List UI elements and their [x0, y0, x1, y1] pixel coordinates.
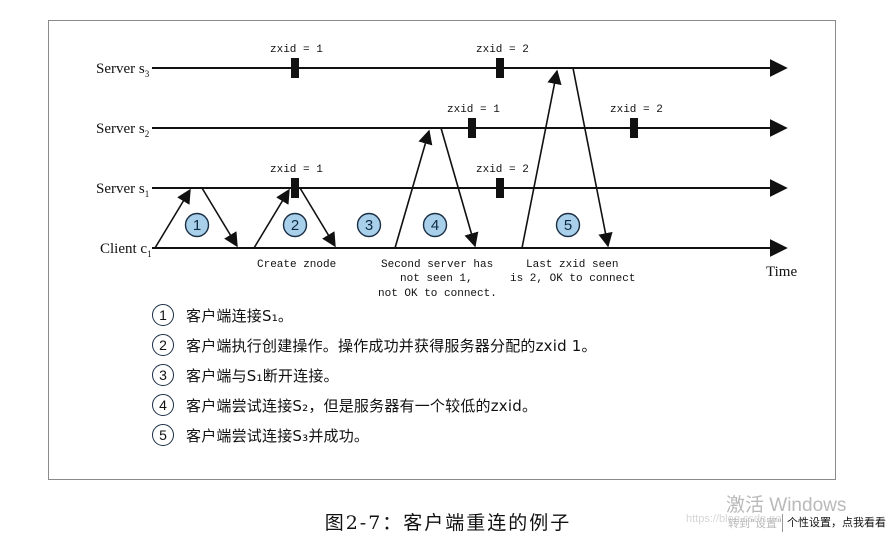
- blog-url-watermark: https://blog.csdn.net: [686, 513, 785, 525]
- step-2-badge: 2: [282, 212, 308, 238]
- s2-zxid1-label: zxid = 1: [447, 104, 500, 116]
- s2-zxid2-label: zxid = 2: [610, 104, 663, 116]
- figure-caption: 图2-7：客户端重连的例子: [324, 512, 572, 534]
- legend-text: 客户端尝试连接S₃并成功。: [186, 426, 370, 445]
- legend-item: 2 客户端执行创建操作。操作成功并获得服务器分配的zxid 1。: [152, 330, 597, 360]
- svg-text:1: 1: [193, 217, 201, 234]
- legend-item: 4 客户端尝试连接S₂，但是服务器有一个较低的zxid。: [152, 390, 597, 420]
- step-1-badge: 1: [184, 212, 210, 238]
- arrow-create-reply: [299, 187, 336, 248]
- annotation-second-line3: not OK to connect.: [378, 288, 497, 300]
- legend: 1 客户端连接S₁。 2 客户端执行创建操作。操作成功并获得服务器分配的zxid…: [152, 300, 597, 450]
- legend-item: 1 客户端连接S₁。: [152, 300, 597, 330]
- s1-zxid2-label: zxid = 2: [476, 164, 529, 176]
- s3-zxid2-marker: [496, 58, 504, 78]
- legend-number: 1: [152, 304, 174, 326]
- arrow-create-request: [253, 188, 290, 249]
- arrow-connect-s3: [521, 69, 562, 249]
- legend-text: 客户端执行创建操作。操作成功并获得服务器分配的zxid 1。: [186, 336, 597, 355]
- legend-text: 客户端连接S₁。: [186, 306, 294, 325]
- arrow-connect-s1: [154, 188, 191, 249]
- arrow-s1-reply: [201, 187, 238, 248]
- arrow-connect-s2: [394, 129, 433, 249]
- annotation-last-line1: Last zxid seen: [526, 259, 618, 271]
- svg-text:3: 3: [365, 217, 373, 234]
- legend-item: 5 客户端尝试连接S₃并成功。: [152, 420, 597, 450]
- legend-number: 5: [152, 424, 174, 446]
- legend-item: 3 客户端与S₁断开连接。: [152, 360, 597, 390]
- s2-zxid1-marker: [468, 118, 476, 138]
- annotation-second-line1: Second server has: [381, 259, 493, 271]
- arrow-s3-accept: [572, 67, 613, 248]
- s3-zxid1-marker: [291, 58, 299, 78]
- s1-zxid1-label: zxid = 1: [270, 164, 323, 176]
- windows-activation-watermark: 激活 Windows: [726, 495, 847, 516]
- s1-zxid1-marker: [291, 178, 299, 198]
- server-s3-label: Server s3: [96, 61, 150, 79]
- annotation-create-znode: Create znode: [257, 259, 336, 271]
- s1-zxid2-marker: [496, 178, 504, 198]
- step-4-badge: 4: [422, 212, 448, 238]
- legend-number: 3: [152, 364, 174, 386]
- s2-zxid2-marker: [630, 118, 638, 138]
- legend-text: 客户端与S₁断开连接。: [186, 366, 339, 385]
- server-s2-label: Server s2: [96, 121, 149, 139]
- server-s1-label: Server s1: [96, 181, 149, 199]
- time-label: Time: [766, 264, 797, 280]
- step-3-badge: 3: [356, 212, 382, 238]
- figure-frame: [48, 20, 836, 480]
- legend-number: 2: [152, 334, 174, 356]
- legend-number: 4: [152, 394, 174, 416]
- annotation-last-line2: is 2, OK to connect: [510, 273, 635, 285]
- svg-text:4: 4: [431, 217, 439, 234]
- annotation-second-line2: not seen 1,: [400, 273, 473, 285]
- arrow-s2-reject: [440, 127, 479, 248]
- personalize-tooltip[interactable]: 个性设置，点我看看: [782, 514, 890, 532]
- step-5-badge: 5: [555, 212, 581, 238]
- s3-zxid2-label: zxid = 2: [476, 44, 529, 56]
- s3-zxid1-label: zxid = 1: [270, 44, 323, 56]
- svg-text:2: 2: [291, 217, 299, 234]
- client-c1-label: Client c1: [100, 241, 152, 259]
- svg-text:5: 5: [564, 217, 572, 234]
- legend-text: 客户端尝试连接S₂，但是服务器有一个较低的zxid。: [186, 396, 538, 415]
